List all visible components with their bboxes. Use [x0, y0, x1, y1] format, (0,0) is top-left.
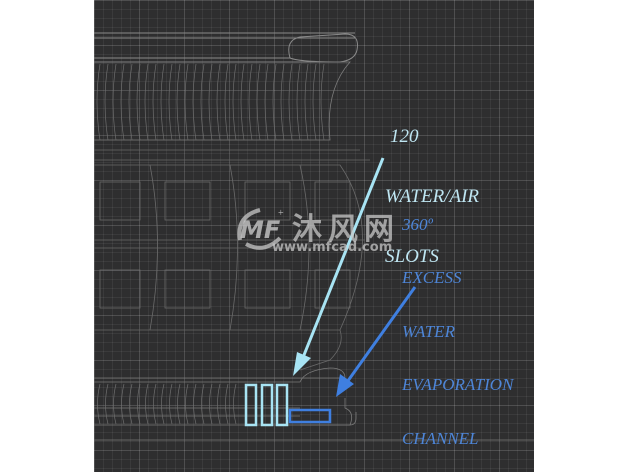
slots-callout-line: WATER/AIR	[385, 185, 479, 207]
slots-callout-line: SLOTS	[385, 245, 439, 267]
top-ribbed-section	[94, 61, 351, 141]
svg-text:+: +	[278, 208, 284, 219]
watermark-name: 沐风网	[292, 212, 400, 247]
channel-callout-line: EXCESS	[402, 268, 462, 288]
bottom-ribbed-section	[94, 367, 534, 441]
channel-callout-label: 360º EXCESS WATER EVAPORATION CHANNEL	[402, 180, 513, 466]
mf-logo-icon: MF +	[237, 208, 284, 250]
slots-callout-line: 120	[390, 125, 419, 147]
channel-callout-line: WATER	[402, 321, 455, 341]
slots-arrow-icon	[293, 157, 385, 376]
svg-text:MF: MF	[240, 216, 281, 244]
watermark-url: www.mfcad.com	[272, 240, 393, 255]
channel-callout-line: EVAPORATION	[402, 375, 514, 395]
slots-callout-label: 120 WATER/AIR SLOTS	[385, 87, 479, 286]
channel-callout-line: 360º	[402, 214, 433, 234]
channel-arrow-icon	[336, 286, 417, 397]
channel-callout-line: CHANNEL	[402, 428, 479, 448]
middle-cage-section	[94, 149, 370, 371]
slot-highlight-boxes	[244, 383, 289, 427]
channel-highlight-box	[288, 408, 332, 424]
